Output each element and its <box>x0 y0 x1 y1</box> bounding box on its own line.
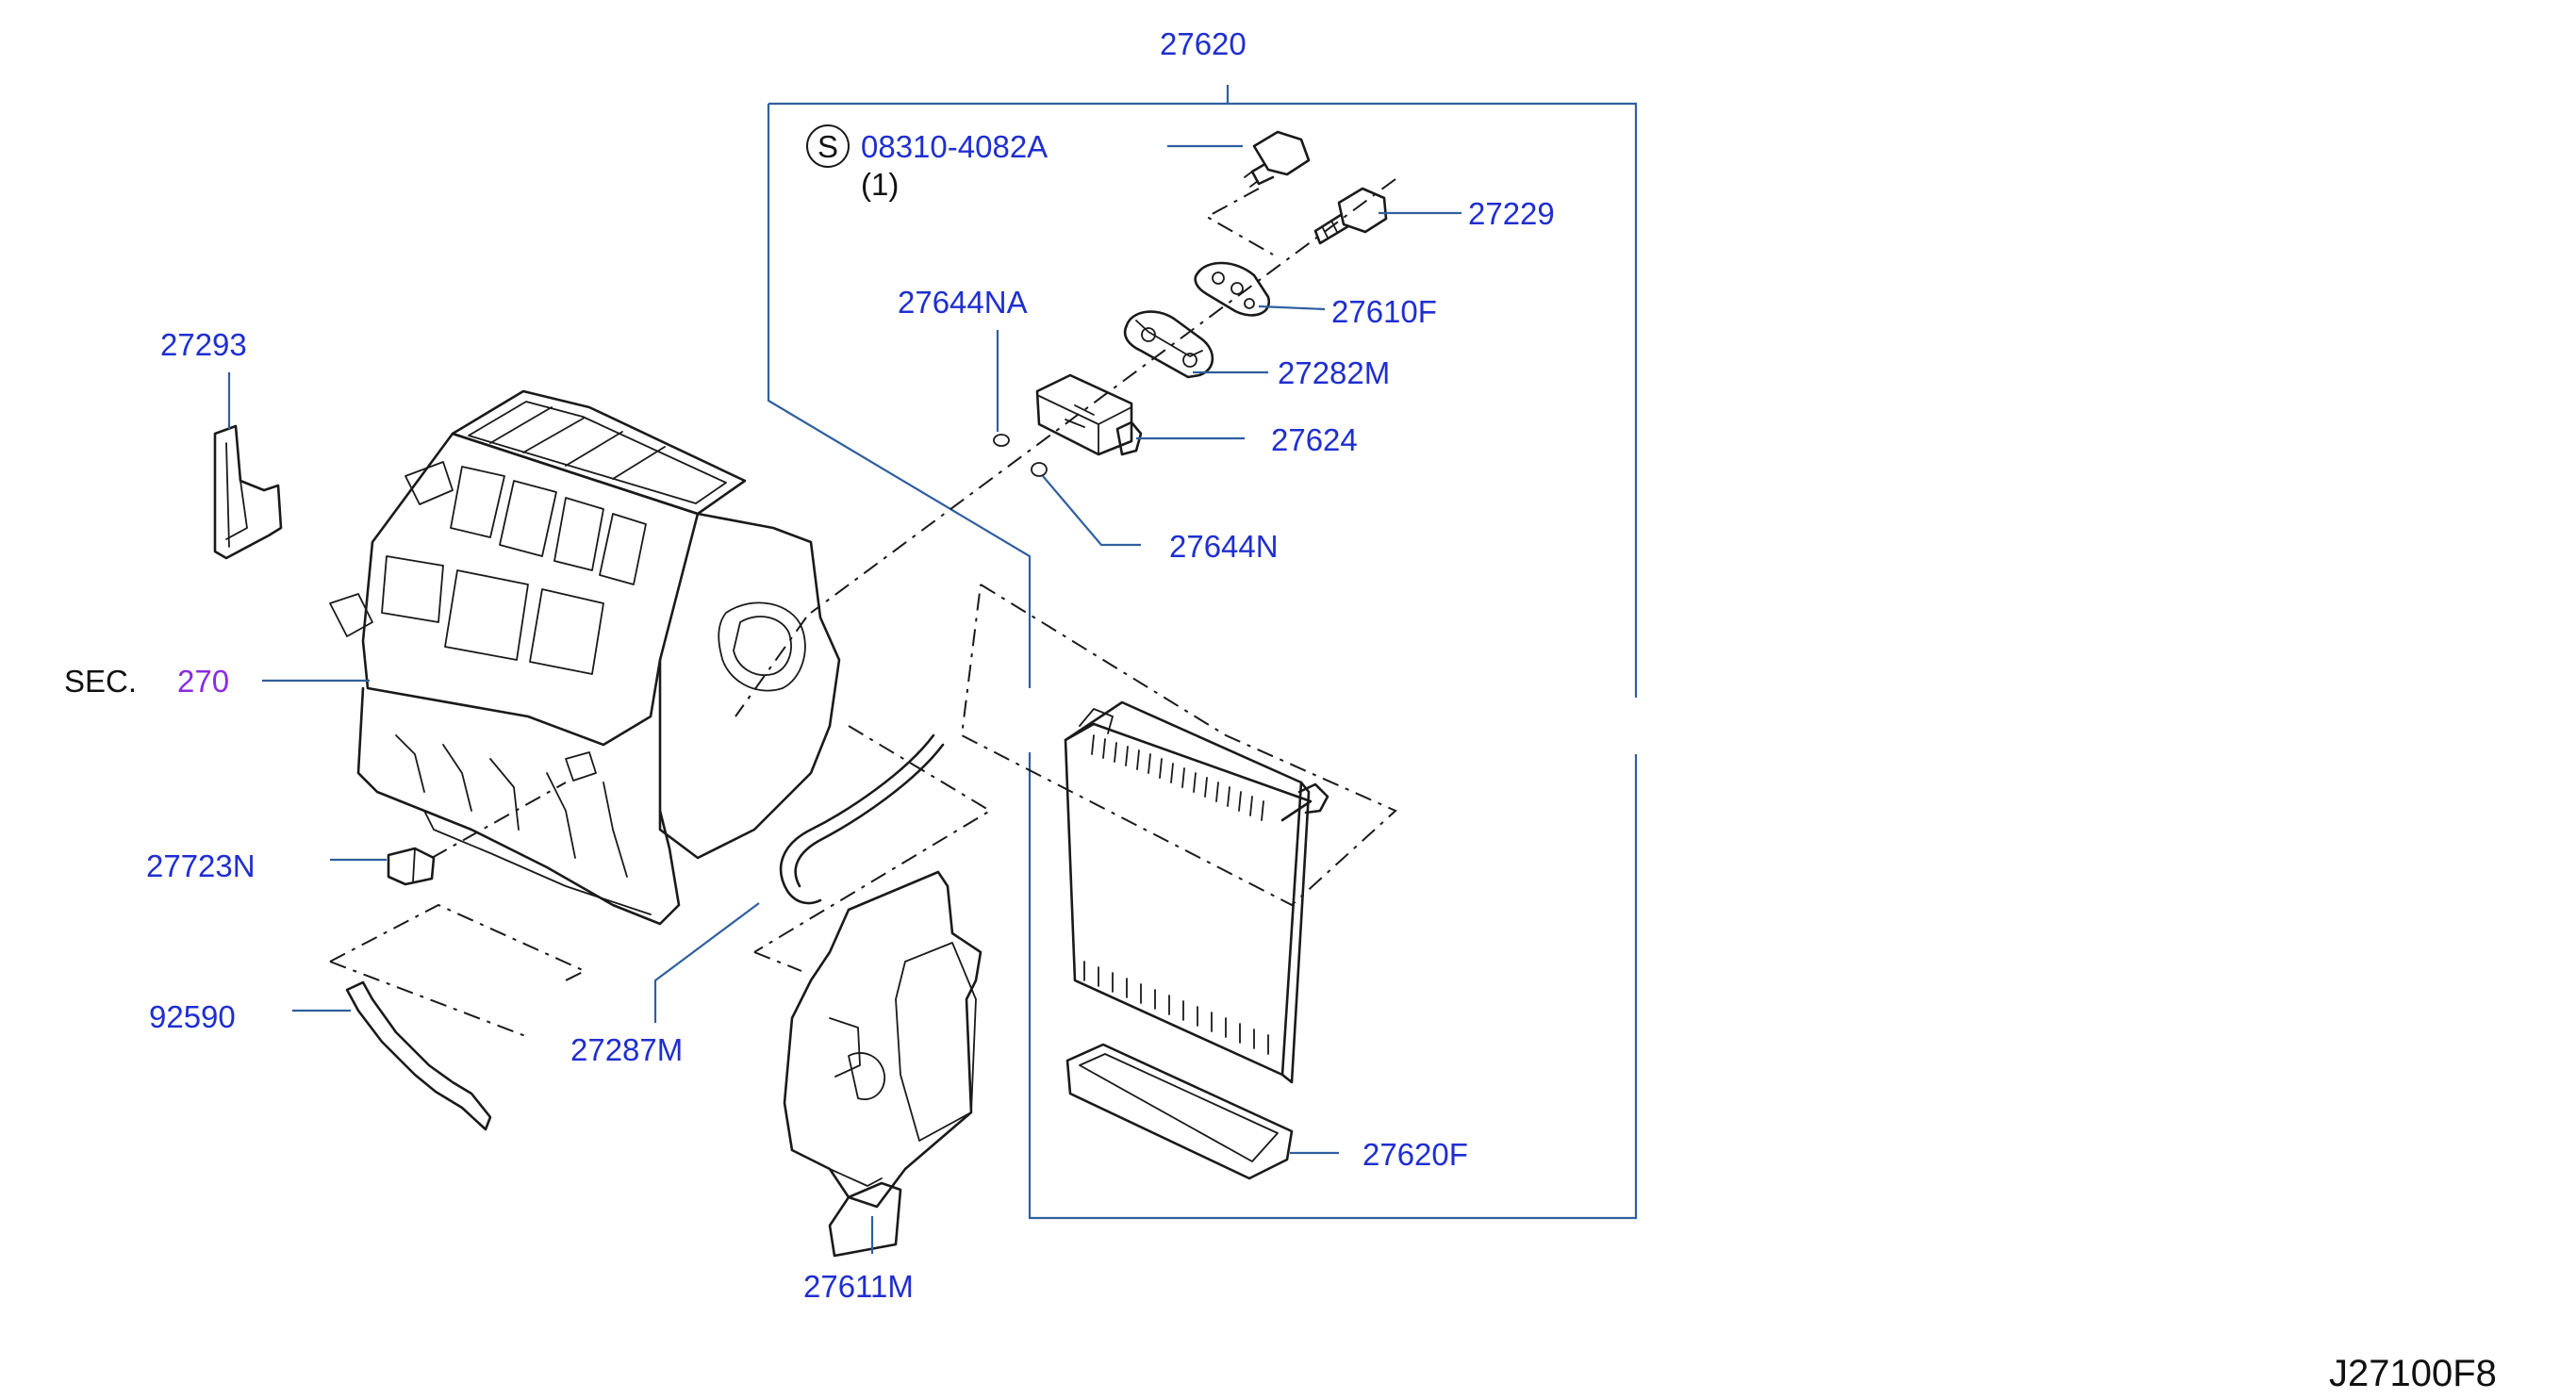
label-27611M[interactable]: 27611M <box>803 1269 914 1304</box>
gasket-27610F <box>1194 261 1271 317</box>
label-quantity: (1) <box>861 167 899 202</box>
assembly-centerline <box>735 178 1397 907</box>
drain-tray-27620F <box>1065 1043 1294 1180</box>
labels: 27620 S 08310-4082A (1) 27229 27644NA 27… <box>64 26 2497 1394</box>
label-27620F[interactable]: 27620F <box>1362 1137 1468 1172</box>
bolt-08310-4082A <box>1204 130 1311 255</box>
expansion-valve-27624 <box>1035 373 1143 456</box>
label-27644N[interactable]: 27644N <box>1169 529 1279 564</box>
label-08310-4082A[interactable]: 08310-4082A <box>861 129 1048 164</box>
heater-unit-housing <box>329 389 841 926</box>
service-symbol: S <box>817 129 838 164</box>
part-27723N-sensor <box>387 782 567 886</box>
part-27293-duct <box>213 424 283 560</box>
evaporator-core <box>1064 700 1329 1084</box>
leader-lines <box>227 144 1461 1254</box>
label-27624[interactable]: 27624 <box>1271 422 1358 457</box>
label-27287M[interactable]: 27287M <box>570 1032 683 1067</box>
section-prefix: SEC. <box>64 664 137 699</box>
fitting-27282M <box>1123 310 1214 379</box>
o-ring-27644NA <box>993 434 1010 447</box>
label-27644NA[interactable]: 27644NA <box>898 285 1028 320</box>
service-symbol-circle <box>806 124 850 168</box>
diagram-reference-code: J27100F8 <box>2329 1353 2497 1394</box>
assembly-bracket-27620 <box>767 85 1638 1220</box>
o-ring-27644N <box>1031 462 1048 477</box>
label-27282M[interactable]: 27282M <box>1278 355 1390 390</box>
label-27229[interactable]: 27229 <box>1468 196 1555 231</box>
label-27610F[interactable]: 27610F <box>1331 294 1437 329</box>
bolt-27229 <box>1313 187 1388 245</box>
part-27287M-pipe <box>753 725 992 972</box>
part-27611M-cover <box>783 870 983 1258</box>
label-92590[interactable]: 92590 <box>149 999 236 1034</box>
label-27620[interactable]: 27620 <box>1160 26 1247 61</box>
label-27293[interactable]: 27293 <box>160 327 247 362</box>
section-link-270[interactable]: 270 <box>177 664 229 699</box>
label-27723N[interactable]: 27723N <box>146 848 256 883</box>
part-92590-hose <box>329 903 587 1131</box>
